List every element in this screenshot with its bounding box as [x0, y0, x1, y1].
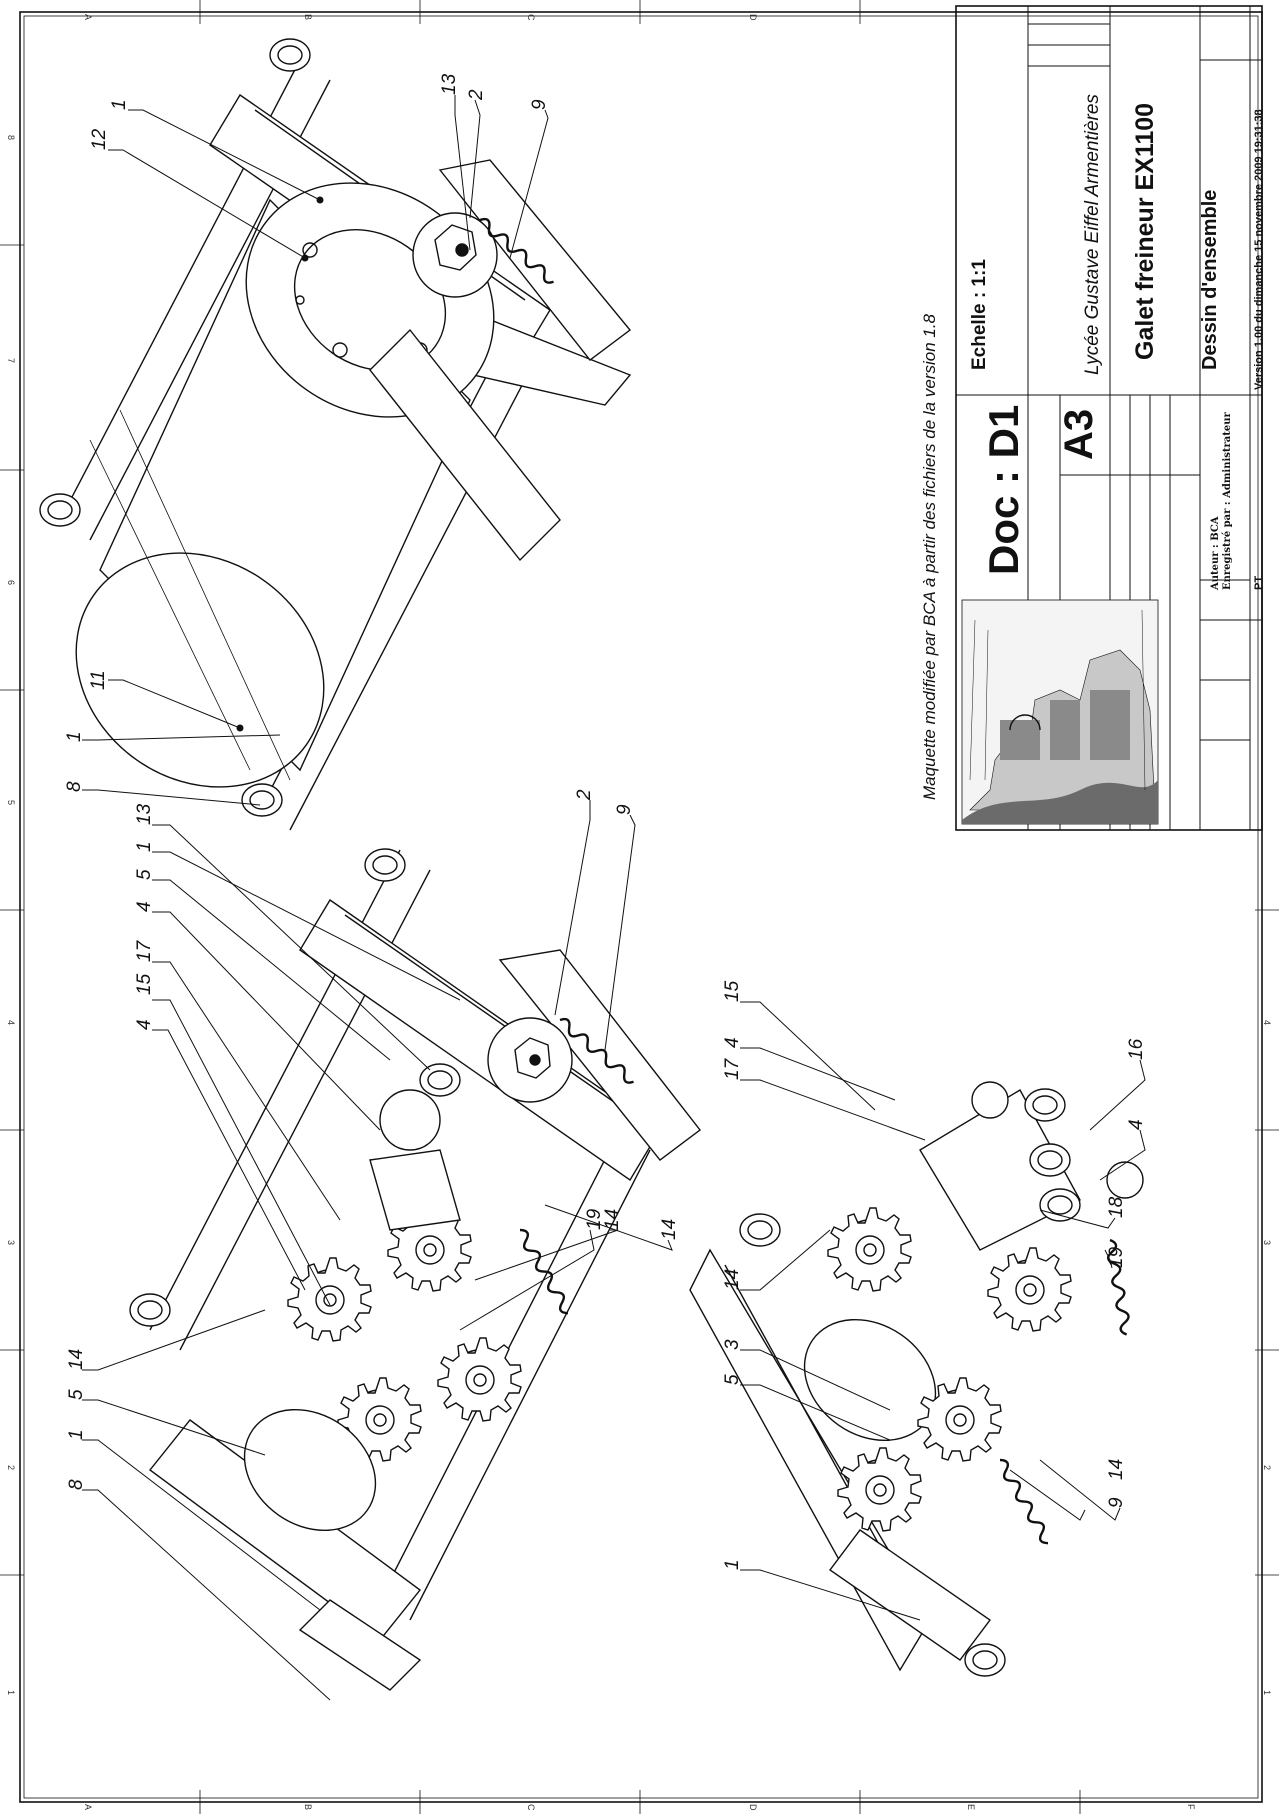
item-number: 1	[134, 841, 155, 852]
item-number: 4	[134, 1019, 155, 1030]
item-number: 15	[722, 980, 743, 1002]
item-number: 1	[109, 99, 130, 110]
svg-text:7: 7	[6, 358, 16, 363]
item-number: 19	[584, 1208, 605, 1230]
item-number: 2	[574, 789, 595, 801]
assembly-view-bottom	[689, 1081, 1144, 1677]
zone-labels: A B C D A B C D E F 1 2 3 4 5 6 7 8 4 3 …	[6, 14, 1272, 1811]
svg-text:1: 1	[6, 1690, 16, 1695]
item-number: 4	[722, 1037, 743, 1048]
svg-text:D: D	[748, 14, 758, 21]
inner-frame	[23, 15, 1259, 1799]
svg-text:3: 3	[6, 1240, 16, 1245]
item-number: 14	[66, 1349, 87, 1370]
drawing-title: Galet freineur EX1100	[1131, 103, 1159, 360]
scale-label: Echelle : 1:1	[969, 259, 990, 370]
author-label: Auteur : BCA	[1210, 516, 1221, 591]
svg-text:5: 5	[6, 800, 16, 805]
item-number: 17	[722, 1057, 743, 1080]
svg-text:F: F	[1186, 1804, 1196, 1810]
svg-text:4: 4	[6, 1020, 16, 1025]
item-number: 17	[134, 939, 155, 962]
item-number: 18	[1106, 1196, 1127, 1218]
item-number: 14	[1106, 1459, 1127, 1480]
item-number: 8	[64, 781, 85, 792]
svg-text:4: 4	[1262, 1020, 1272, 1025]
assembly-view-top	[39, 38, 632, 831]
item-number: 5	[134, 869, 155, 880]
svg-text:A: A	[83, 1804, 93, 1810]
item-number: 11	[88, 670, 109, 690]
version-label: Version 1.00 du dimanche 15 novembre 200…	[1253, 109, 1265, 390]
saved-by-label: Enregistré par : Administrateur	[1222, 411, 1233, 590]
leader-lines	[82, 95, 1146, 1701]
drawing-type: Dessin d'ensemble	[1199, 190, 1221, 370]
item-number: 1	[722, 1559, 743, 1570]
item-number: 1	[64, 731, 85, 742]
item-number: 3	[722, 1339, 743, 1350]
item-number: 15	[134, 973, 155, 995]
svg-text:C: C	[526, 14, 536, 21]
school-name: Lycée Gustave Eiffel Armentières	[1082, 94, 1103, 375]
item-number: 1	[66, 1429, 87, 1440]
svg-text:6: 6	[6, 580, 16, 585]
item-number: 8	[66, 1479, 87, 1490]
svg-text:C: C	[526, 1804, 536, 1811]
title-block	[955, 5, 1263, 831]
paper-format: A3	[1057, 409, 1101, 460]
item-number: 16	[1126, 1038, 1147, 1060]
svg-text:B: B	[303, 14, 313, 20]
item-number: 9	[614, 804, 635, 815]
revision-note: Maquette modifiée par BCA à partir des f…	[920, 313, 939, 800]
svg-text:A: A	[83, 14, 93, 20]
svg-text:D: D	[748, 1804, 758, 1811]
item-number: 13	[439, 73, 460, 95]
item-number: 14	[722, 1269, 743, 1290]
item-number: 9	[1106, 1497, 1127, 1508]
item-number: 4	[1126, 1119, 1147, 1130]
item-number: 5	[722, 1374, 743, 1385]
item-number: 9	[529, 99, 550, 110]
item-number: 12	[89, 128, 110, 150]
svg-text:B: B	[303, 1804, 313, 1810]
item-number: 2	[466, 89, 487, 101]
school-logo	[961, 599, 1159, 825]
code-label: PT	[1253, 576, 1265, 590]
svg-text:E: E	[966, 1804, 976, 1810]
item-number: 19	[1106, 1246, 1127, 1268]
outer-frame	[19, 11, 1263, 1803]
item-number: 13	[134, 803, 155, 825]
svg-text:8: 8	[6, 135, 16, 140]
item-numbers: 12 1 13 2 9 11 1 8 13 1 2 9 5 4 17 15 4 …	[64, 73, 1147, 1570]
item-number: 5	[66, 1389, 87, 1400]
svg-text:1: 1	[1262, 1690, 1272, 1695]
item-number: 14	[659, 1219, 680, 1240]
svg-text:2: 2	[1262, 1465, 1272, 1470]
item-number: 4	[134, 901, 155, 912]
document-id: Doc : D1	[980, 405, 1027, 575]
svg-text:3: 3	[1262, 1240, 1272, 1245]
title-block-text: Echelle : 1:1 Lycée Gustave Eiffel Armen…	[969, 94, 1265, 591]
assembly-view-middle	[129, 848, 701, 1691]
item-number: 14	[602, 1209, 623, 1230]
svg-text:2: 2	[6, 1465, 16, 1470]
